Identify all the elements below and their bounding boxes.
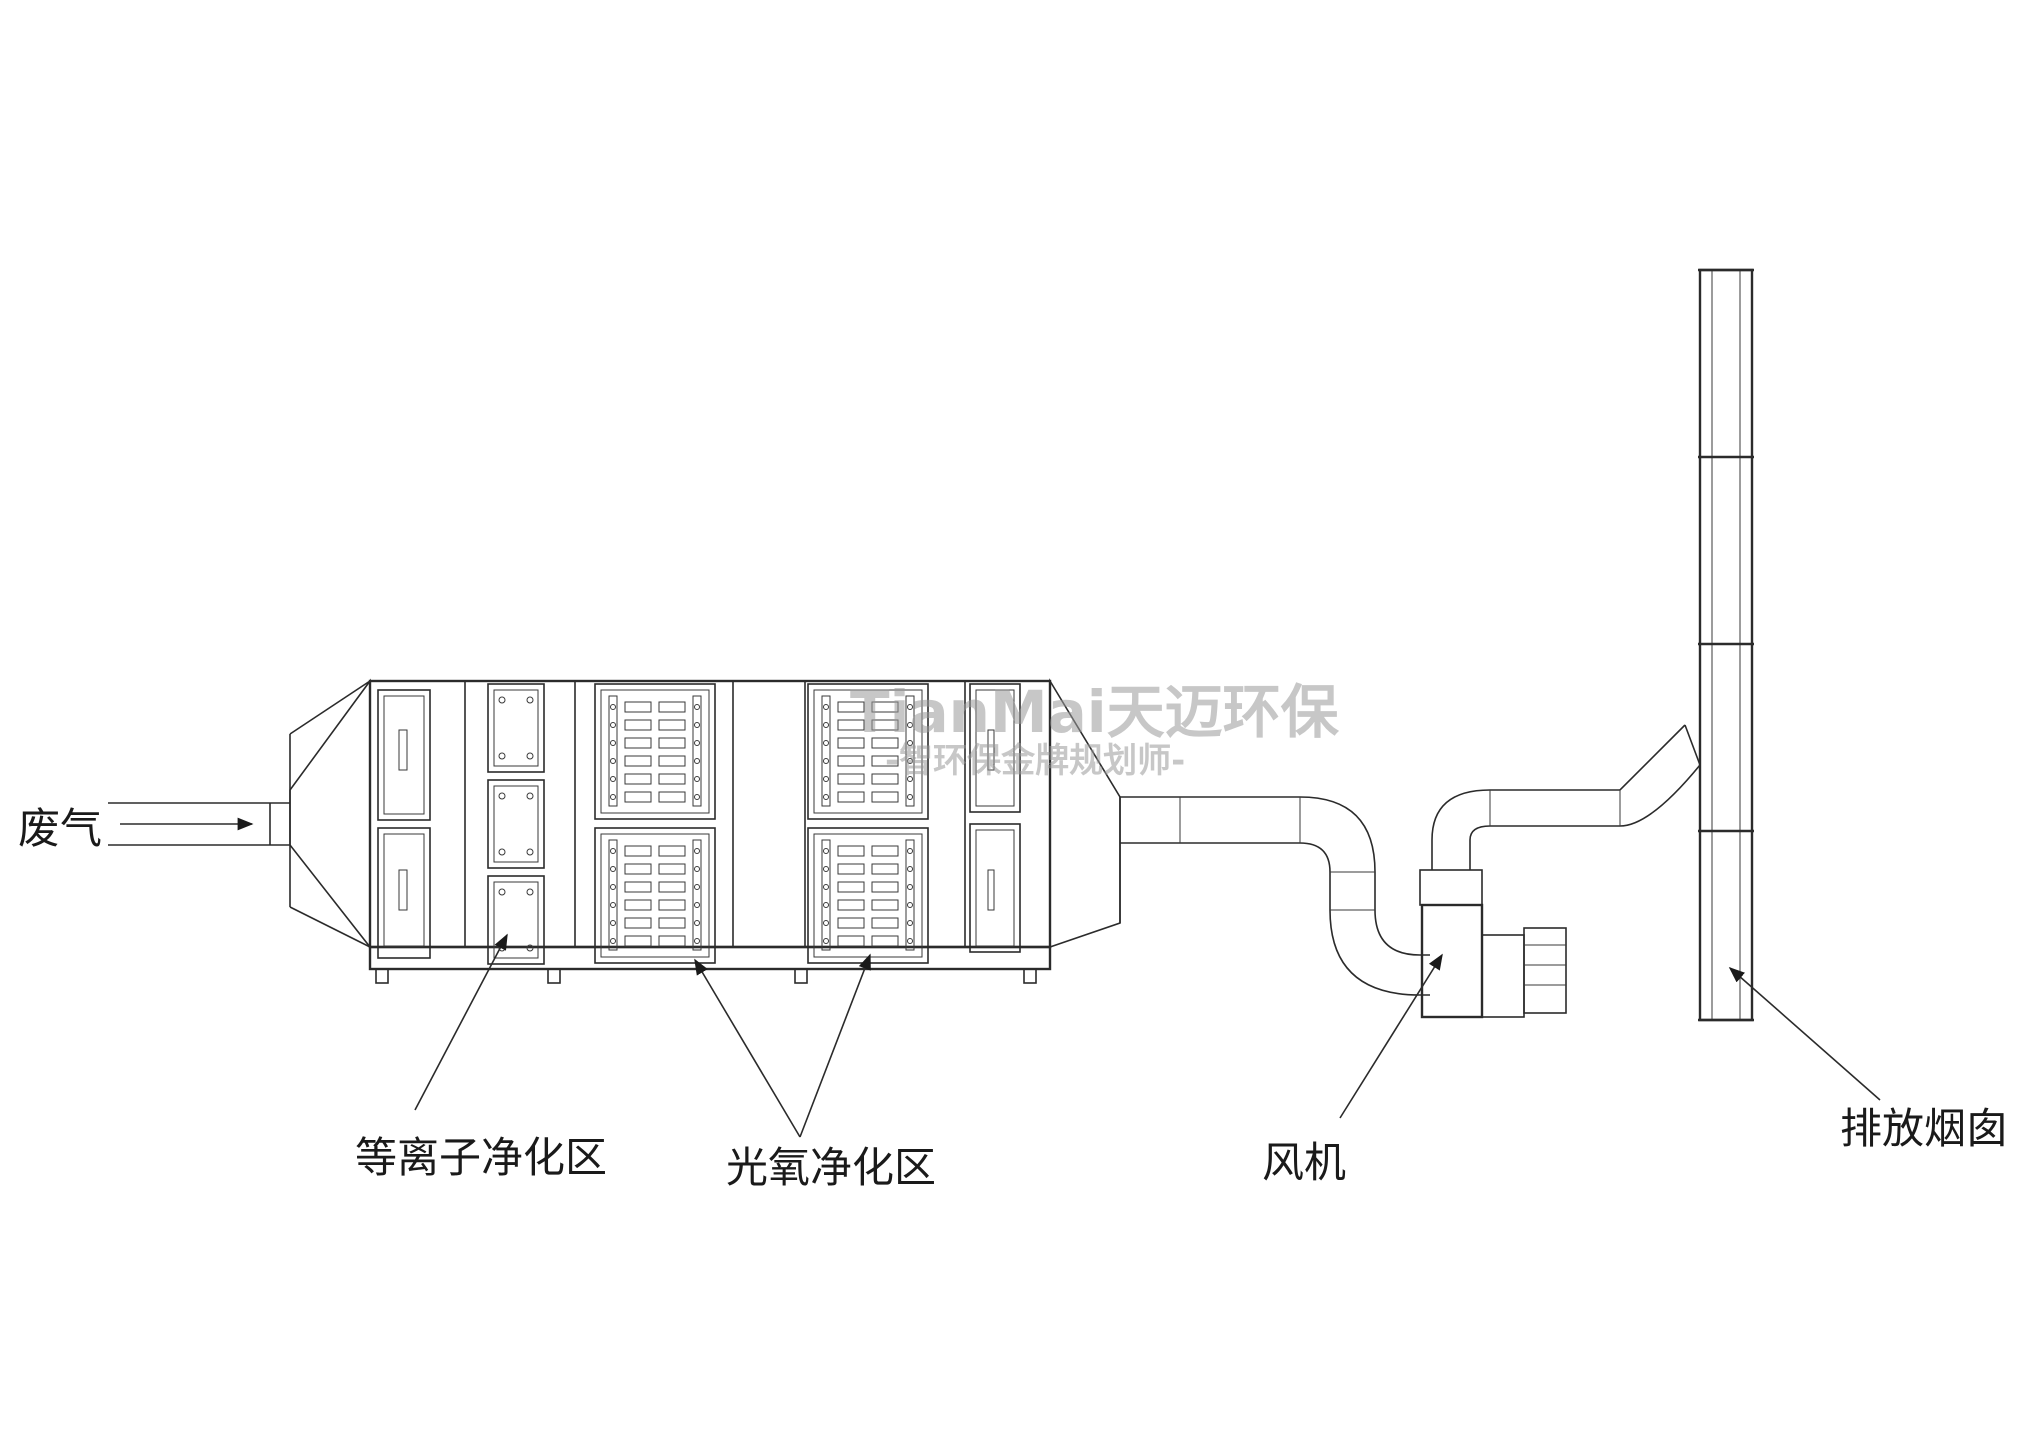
leader-fan [1339, 953, 1443, 1119]
lamp-box-4 [807, 827, 929, 964]
lamp-box-2 [594, 827, 716, 964]
fan-label: 风机 [1262, 1138, 1346, 1187]
inlet-duct [108, 802, 290, 846]
leader-plasma [414, 933, 508, 1111]
plasma-module-1 [487, 683, 545, 773]
leader-chimney [1728, 966, 1881, 1101]
photo-oxygen-lamp-boxes [594, 683, 929, 964]
plasma-module-3 [487, 875, 545, 965]
duct-to-chimney [1431, 724, 1701, 841]
duct-to-fan [1140, 796, 1430, 996]
photo-oxygen-zone-label: 光氧净化区 [726, 1143, 936, 1192]
inlet-label: 废气 [18, 804, 102, 853]
fan-unit [1419, 840, 1567, 1019]
leader-photo-2 [799, 953, 871, 1138]
plasma-zone-label: 等离子净化区 [355, 1133, 607, 1182]
main-housing [368, 679, 1052, 984]
plasma-module-2 [487, 779, 545, 869]
exhaust-chimney [1698, 268, 1754, 1022]
plasma-modules [487, 683, 545, 965]
inlet-hood [289, 678, 371, 950]
outlet-section-doors [969, 683, 1021, 953]
leader-photo-1 [694, 958, 801, 1138]
watermark-logo: TianMai天迈环保 [850, 678, 1340, 746]
lamp-box-1 [594, 683, 716, 820]
lamp-box-3 [807, 683, 929, 820]
leader-lines [414, 933, 1881, 1138]
watermark-slogan: -智环保金牌规划师- [885, 741, 1185, 781]
chimney-label: 排放烟囱 [1840, 1104, 2008, 1153]
outlet-hood [1049, 678, 1140, 949]
